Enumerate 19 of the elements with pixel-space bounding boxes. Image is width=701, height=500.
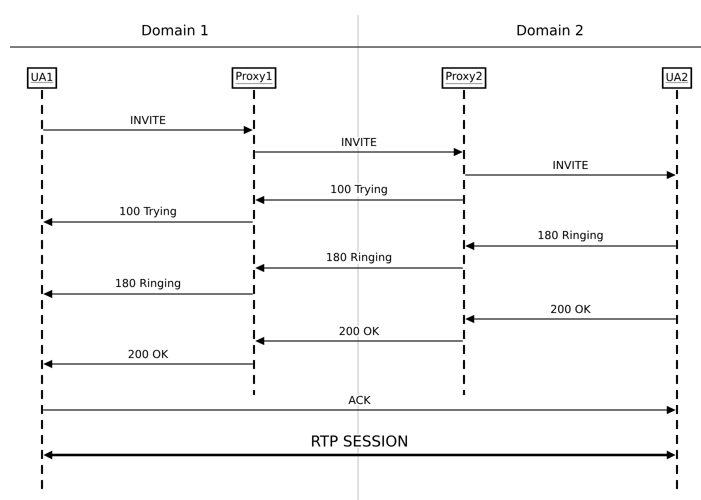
message-label: 180 Ringing — [114, 278, 182, 290]
domain-label: Domain 2 — [518, 24, 582, 36]
message-label: 200 OK — [126, 348, 170, 360]
message-label: INVITE — [552, 160, 590, 170]
message-label: ACK — [347, 394, 372, 406]
participant-box: UA1 — [26, 67, 58, 89]
message-label: 180 Ringing — [536, 230, 605, 242]
message-label: 200 OK — [549, 304, 592, 314]
domain-label: Domain 1 — [142, 24, 208, 36]
message-label: 180 Ringing — [324, 252, 394, 264]
participant-box: Proxy1 — [232, 67, 276, 89]
message-label: RTP SESSION — [310, 434, 410, 448]
message-label: 100 Trying — [329, 184, 389, 196]
message-label: 100 Trying — [118, 206, 178, 218]
participant-box: Proxy2 — [442, 67, 486, 89]
message-label: 200 OK — [338, 326, 380, 336]
message-label: INVITE — [129, 114, 167, 125]
participant-box: UA2 — [662, 67, 692, 89]
message-label: INVITE — [340, 136, 378, 147]
